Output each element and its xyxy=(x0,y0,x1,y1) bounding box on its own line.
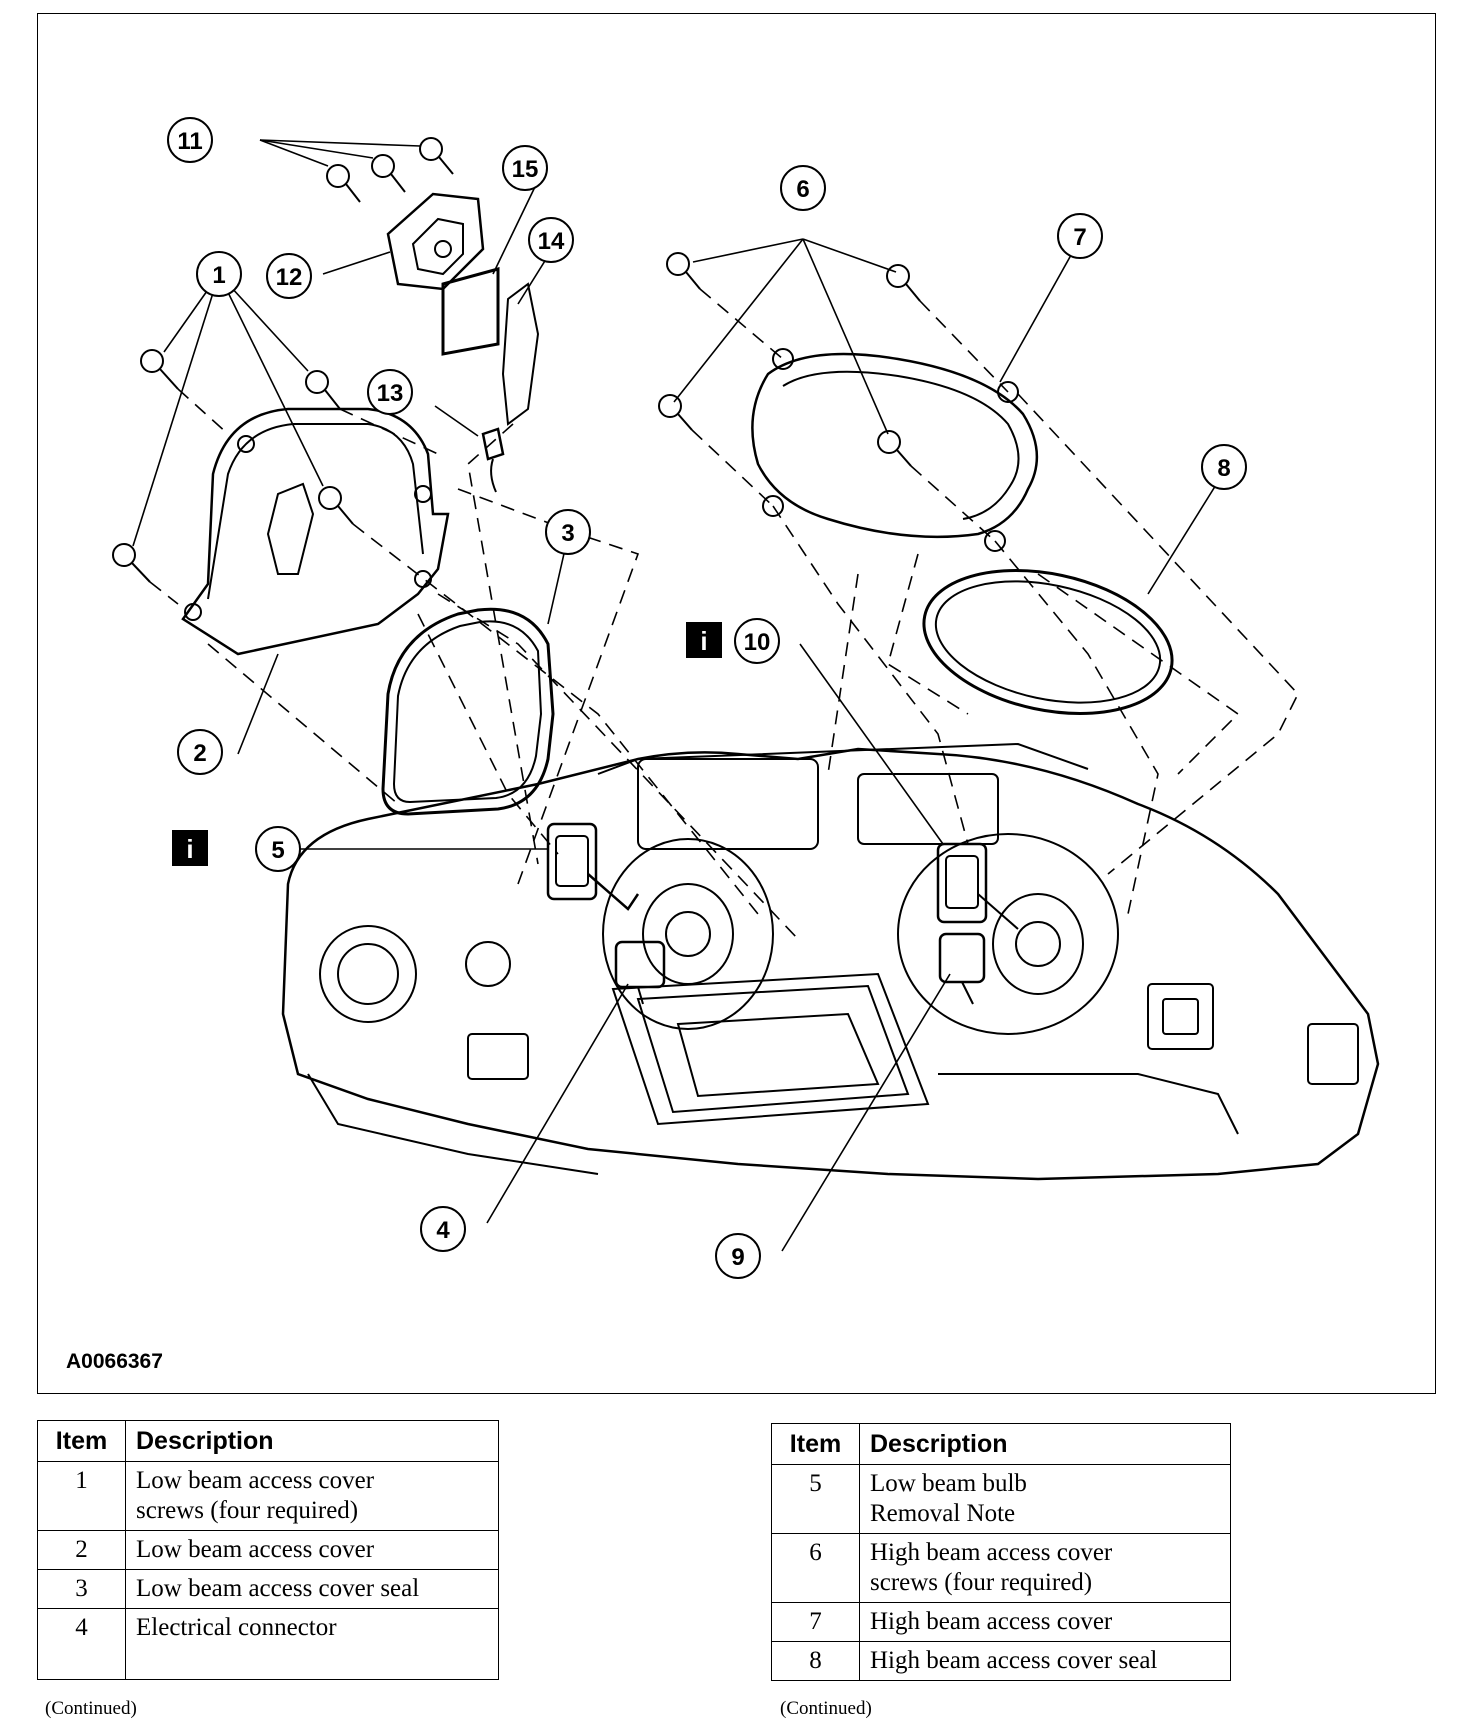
svg-text:14: 14 xyxy=(538,228,565,255)
exploded-headlamp-diagram: 1 2 3 4 5 6 7 8 9 10 11 12 13 14 15 i i xyxy=(112,117,1380,1279)
svg-text:13: 13 xyxy=(377,380,404,407)
low-beam-connector xyxy=(546,822,640,911)
low-beam-access-cover-seal xyxy=(381,607,555,816)
electrical-connector-9 xyxy=(938,932,986,1005)
table-row: 2 Low beam access cover xyxy=(37,1530,499,1570)
screws xyxy=(112,137,921,583)
item-description: High beam access cover xyxy=(859,1602,1231,1642)
callout-14: 14 xyxy=(528,217,574,263)
item-number: 2 xyxy=(37,1530,126,1570)
callout-13: 13 xyxy=(367,369,413,415)
alignment-lines xyxy=(149,288,1299,940)
table-row: 4 Electrical connector xyxy=(37,1608,499,1680)
legend-header-row: Item Description xyxy=(771,1423,1231,1465)
header-description: Description xyxy=(125,1420,499,1462)
circuit-board xyxy=(501,282,540,426)
continued-note-left: (Continued) xyxy=(45,1698,137,1719)
diagram-frame: 1 2 3 4 5 6 7 8 9 10 11 12 13 14 15 i i … xyxy=(37,13,1436,1394)
item-description: Low beam access cover seal xyxy=(125,1569,499,1609)
high-beam-connector xyxy=(936,842,1019,930)
svg-text:5: 5 xyxy=(271,837,284,864)
svg-text:2: 2 xyxy=(193,740,206,767)
electrical-connector-4 xyxy=(614,940,666,1005)
callout-12: 12 xyxy=(266,253,312,299)
svg-text:6: 6 xyxy=(796,176,809,203)
high-beam-access-cover-seal xyxy=(922,569,1174,715)
table-row: 7 High beam access cover xyxy=(771,1602,1231,1642)
svg-text:i: i xyxy=(186,834,193,864)
leader-lines xyxy=(132,139,1225,1252)
svg-text:10: 10 xyxy=(744,629,771,656)
continued-note-right: (Continued) xyxy=(780,1698,872,1719)
svg-text:1: 1 xyxy=(212,262,225,289)
svg-text:9: 9 xyxy=(731,1244,744,1271)
svg-text:7: 7 xyxy=(1073,224,1086,251)
item-description: Low beam access cover xyxy=(125,1530,499,1570)
callout-8: 8 xyxy=(1201,444,1247,490)
callout-3: 3 xyxy=(545,509,591,555)
item-description: High beam access cover seal xyxy=(859,1641,1231,1681)
table-row: 8 High beam access cover seal xyxy=(771,1641,1231,1681)
low-beam-access-cover xyxy=(181,407,450,656)
callout-9: 9 xyxy=(715,1233,761,1279)
table-row: 3 Low beam access cover seal xyxy=(37,1569,499,1609)
callout-5: 5 xyxy=(255,826,301,872)
callouts: 1 2 3 4 5 6 7 8 9 10 11 12 13 14 15 xyxy=(167,117,1247,1279)
callout-4: 4 xyxy=(420,1206,466,1252)
svg-text:12: 12 xyxy=(276,264,303,291)
high-beam-access-cover xyxy=(751,348,1039,552)
info-marker-5: i xyxy=(172,830,208,866)
svg-text:i: i xyxy=(700,626,707,656)
svg-text:3: 3 xyxy=(561,520,574,547)
bulb-13 xyxy=(481,427,505,493)
header-item: Item xyxy=(771,1423,860,1465)
svg-text:11: 11 xyxy=(177,128,202,155)
figure-id: A0066367 xyxy=(66,1350,163,1373)
bulb-socket-bracket xyxy=(386,192,485,291)
item-number: 3 xyxy=(37,1569,126,1609)
legend-header-row: Item Description xyxy=(37,1420,499,1462)
header-description: Description xyxy=(859,1423,1231,1465)
headlamp-housing xyxy=(281,742,1380,1181)
callout-11: 11 xyxy=(167,117,213,163)
svg-text:4: 4 xyxy=(436,1217,450,1244)
item-description: Electrical connector xyxy=(125,1608,499,1680)
svg-text:8: 8 xyxy=(1217,455,1230,482)
legend-table-left: Item Description 1 Low beam access cover… xyxy=(37,1420,499,1680)
svg-text:15: 15 xyxy=(512,156,539,183)
item-number: 1 xyxy=(37,1461,126,1531)
callout-10: 10 xyxy=(734,618,780,664)
item-number: 6 xyxy=(771,1533,860,1603)
callout-15: 15 xyxy=(502,145,548,191)
callout-6: 6 xyxy=(780,165,826,211)
item-number: 4 xyxy=(37,1608,126,1680)
callout-1: 1 xyxy=(196,251,242,297)
callout-2: 2 xyxy=(177,729,223,775)
callout-7: 7 xyxy=(1057,213,1103,259)
item-number: 5 xyxy=(771,1464,860,1534)
info-marker-10: i xyxy=(686,622,722,658)
gasket xyxy=(441,267,500,356)
item-number: 8 xyxy=(771,1641,860,1681)
header-item: Item xyxy=(37,1420,126,1462)
item-number: 7 xyxy=(771,1602,860,1642)
